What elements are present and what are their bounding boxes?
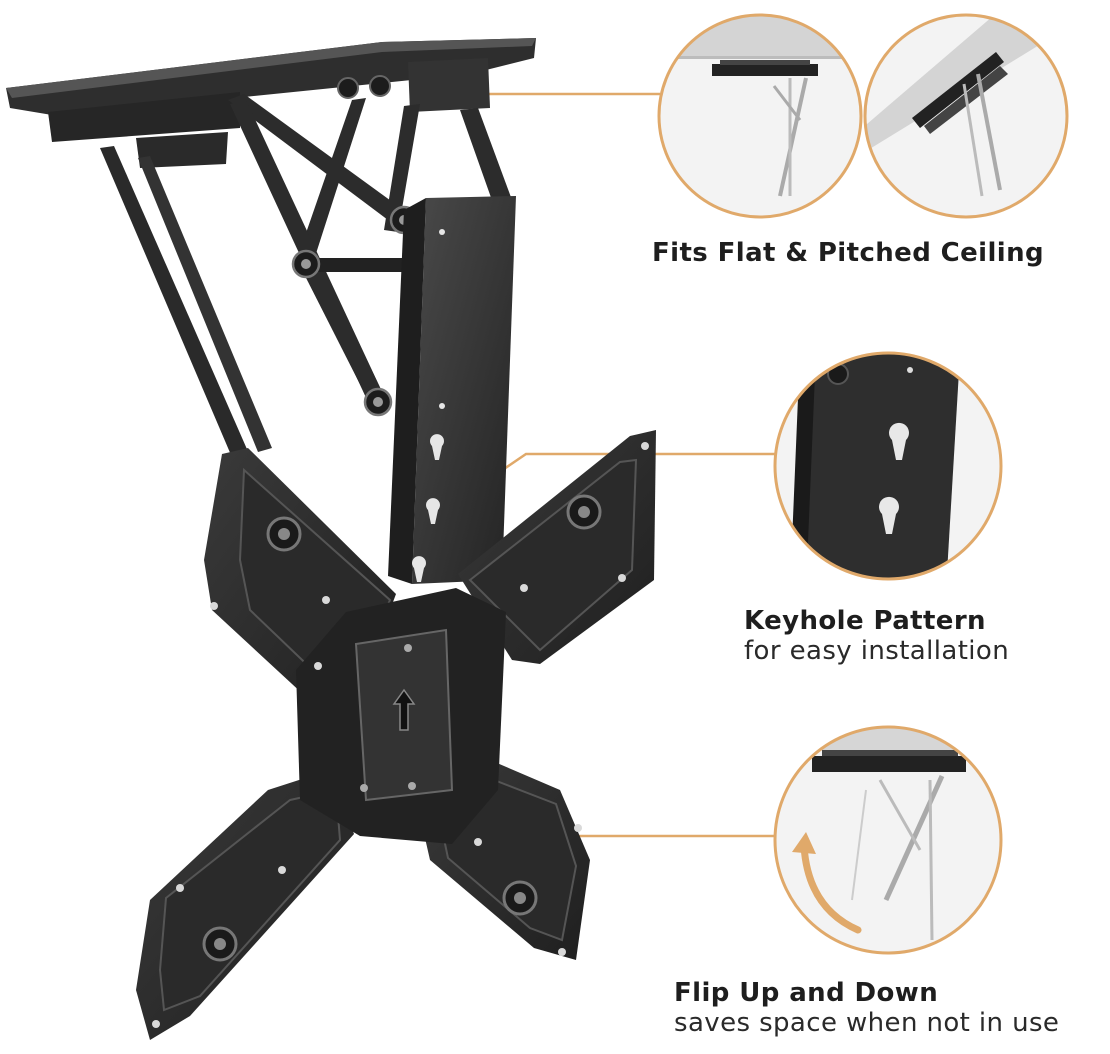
- feature-subtitle: for easy installation: [744, 636, 1010, 666]
- plate-rail: [48, 92, 240, 142]
- ceiling-mount-product: [6, 38, 656, 1040]
- arm-rear-2: [138, 156, 272, 452]
- detail-circle-flip: [773, 725, 1003, 955]
- vesa-bracket: [136, 430, 656, 1040]
- feature-subtitle: saves space when not in use: [674, 1008, 1060, 1038]
- feature-title: Keyhole Pattern: [744, 606, 986, 636]
- ceiling-plate: [6, 38, 536, 116]
- feature-label-ceiling: Fits Flat & Pitched Ceiling: [652, 238, 1044, 268]
- feature-title: Fits Flat & Pitched Ceiling: [652, 238, 1045, 268]
- feature-label-flip: Flip Up and Down saves space when not in…: [674, 978, 1059, 1038]
- flip-arrow-icon: [800, 842, 862, 934]
- mount-column: [412, 196, 516, 584]
- detail-circle-keyhole: [773, 351, 1003, 581]
- arm-rear: [100, 146, 250, 462]
- feature-title: Flip Up and Down: [674, 978, 939, 1008]
- detail-circle-flat-ceiling: [657, 13, 863, 219]
- feature-label-keyhole: Keyhole Pattern for easy installation: [744, 606, 1009, 666]
- detail-circle-pitched-ceiling: [863, 13, 1069, 219]
